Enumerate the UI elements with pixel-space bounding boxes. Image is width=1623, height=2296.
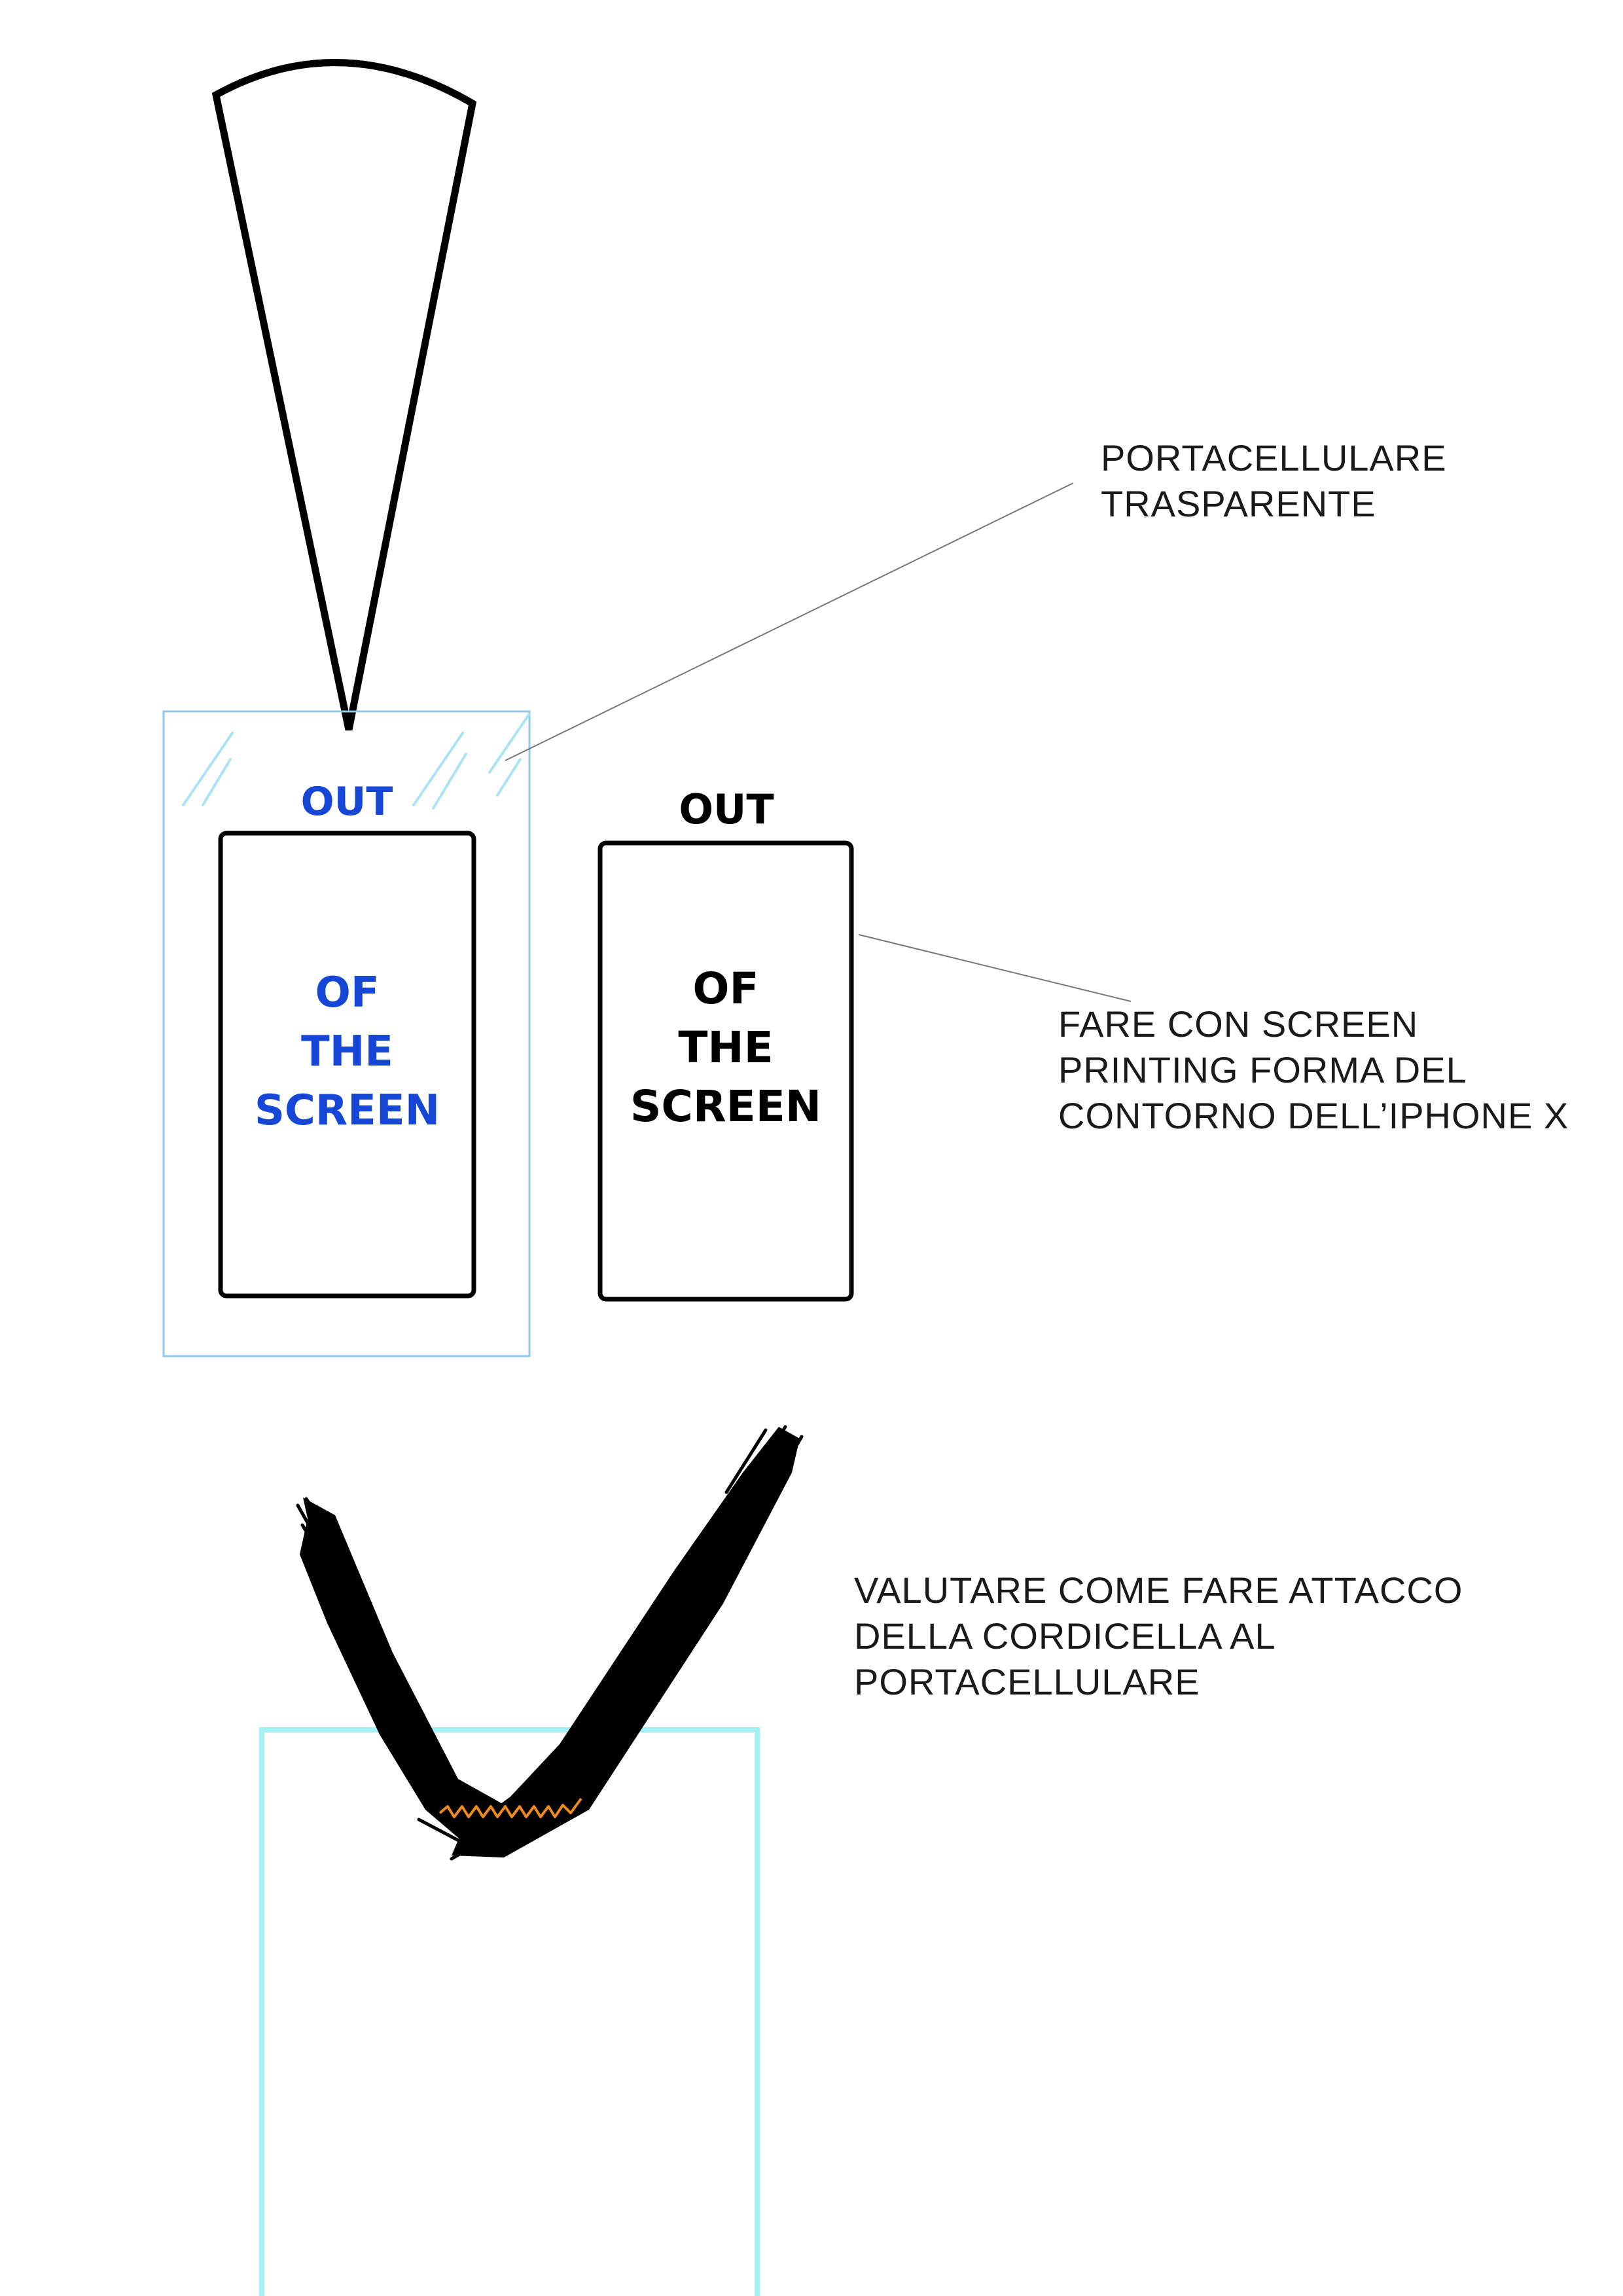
phone-label-out-right: OUT <box>679 785 774 833</box>
note-line: FARE CON SCREEN <box>1058 1003 1419 1045</box>
note-line: VALUTARE COME FARE ATTACCO <box>854 1570 1463 1611</box>
lanyard-cone-icon <box>211 59 477 731</box>
phone-label-line: OF <box>692 963 759 1014</box>
phone-label-line: THE <box>678 1022 774 1073</box>
note-line: PORTACELLULARE <box>1101 437 1447 478</box>
note-transparent-holder: PORTACELLULARE TRASPARENTE <box>1101 435 1447 527</box>
note-line: PORTACELLULARE <box>854 1661 1200 1702</box>
bottom-holder-outline <box>259 1727 760 2296</box>
phone-label-screen-left: OF THE SCREEN <box>221 963 474 1140</box>
transparent-holder-outline <box>162 710 531 1357</box>
phone-label-line: THE <box>301 1028 393 1076</box>
note-line: PRINTING FORMA DEL <box>1058 1049 1467 1090</box>
phone-label-line: SCREEN <box>254 1086 440 1135</box>
phone-label-line: OF <box>315 969 380 1017</box>
note-line: TRASPARENTE <box>1101 483 1376 524</box>
leader-line-holder <box>505 482 1074 761</box>
phone-outline-left <box>218 831 476 1299</box>
note-line: DELLA CORDICELLA AL <box>854 1615 1276 1657</box>
phone-label-out-left: OUT <box>300 779 393 825</box>
phone-outline-right <box>597 840 854 1302</box>
transparency-hatch <box>182 713 530 810</box>
leader-line-print <box>858 934 1132 1002</box>
note-cord-attachment: VALUTARE COME FARE ATTACCO DELLA CORDICE… <box>854 1568 1463 1705</box>
note-screen-printing: FARE CON SCREEN PRINTING FORMA DEL CONTO… <box>1058 1001 1569 1139</box>
phone-label-line: SCREEN <box>630 1081 822 1132</box>
brush-strap-icon <box>296 1425 804 1861</box>
note-line: CONTORNO DELL’IPHONE X <box>1058 1095 1569 1136</box>
stitch-icon <box>438 1797 582 1818</box>
phone-label-screen-right: OF THE SCREEN <box>600 960 851 1136</box>
